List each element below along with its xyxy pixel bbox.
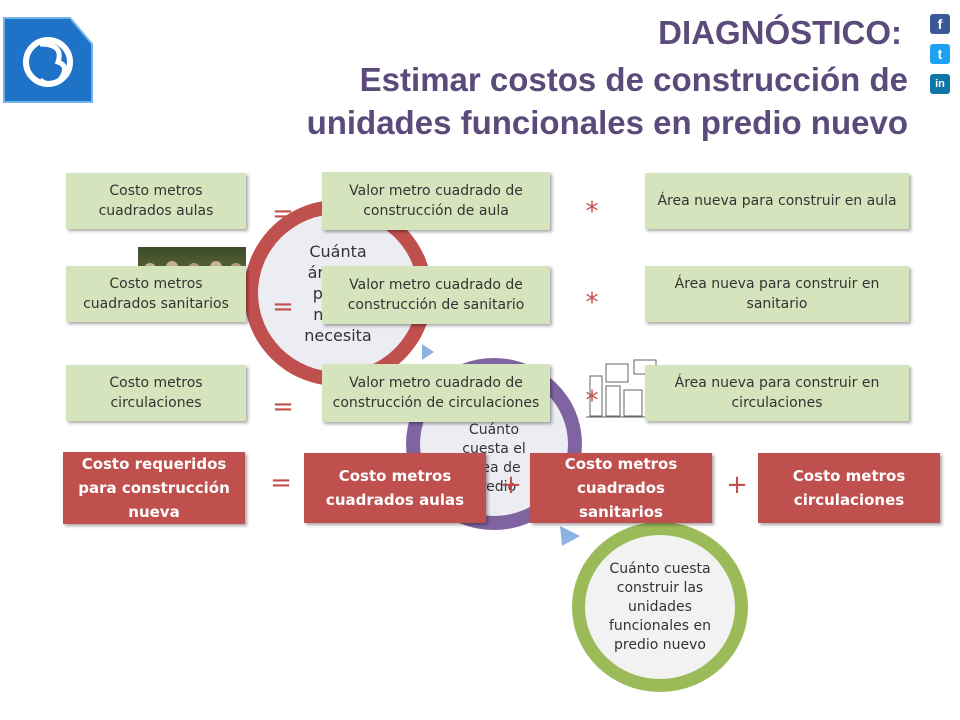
row1-right-box: Área nueva para construir en aula [645, 173, 909, 229]
total-equals-sign: = [270, 468, 292, 498]
row2-left-box: Costo metros cuadrados sanitarios [66, 266, 246, 322]
total-term-sanitarios-box: Costo metros cuadrados sanitarios [530, 453, 712, 523]
connector-arrows [422, 344, 580, 546]
row3-right-box: Área nueva para construir en circulacion… [645, 365, 909, 421]
row1-multiply-sign: * [585, 197, 599, 227]
facebook-icon[interactable]: f [930, 14, 950, 34]
row3-equals-sign: = [272, 392, 294, 422]
row2-equals-sign: = [272, 292, 294, 322]
row2-right-box: Área nueva para construir en sanitario [645, 266, 909, 322]
total-term-circulaciones-box: Costo metros circulaciones [758, 453, 940, 523]
row2-middle-box: Valor metro cuadrado de construcción de … [322, 266, 550, 324]
row3-left-box: Costo metros circulaciones [66, 365, 246, 421]
total-plus-sign-2: + [726, 470, 748, 500]
row3-middle-box: Valor metro cuadrado de construcción de … [322, 364, 550, 422]
subtitle-line-2: unidades funcionales en predio nuevo [306, 104, 908, 141]
green-circle-text: Cuánto cuesta construir las unidades fun… [608, 560, 711, 653]
row2-multiply-sign: * [585, 288, 599, 318]
page-title: DIAGNÓSTICO: [658, 14, 902, 51]
total-term-aulas-box: Costo metros cuadrados aulas [304, 453, 486, 523]
total-plus-sign-1: + [500, 470, 522, 500]
linkedin-icon[interactable]: in [930, 74, 950, 94]
subtitle-line-1: Estimar costos de construcción de [359, 61, 908, 98]
total-result-box: Costo requeridos para construcción nueva [63, 452, 245, 524]
page-subtitle: Estimar costos de construcción de unidad… [307, 58, 908, 144]
logo [0, 14, 96, 106]
row1-equals-sign: = [272, 199, 294, 229]
row3-multiply-sign: * [585, 386, 599, 416]
row1-middle-box: Valor metro cuadrado de construcción de … [322, 172, 550, 230]
row1-left-box: Costo metros cuadrados aulas [66, 173, 246, 229]
twitter-icon[interactable]: t [930, 44, 950, 64]
